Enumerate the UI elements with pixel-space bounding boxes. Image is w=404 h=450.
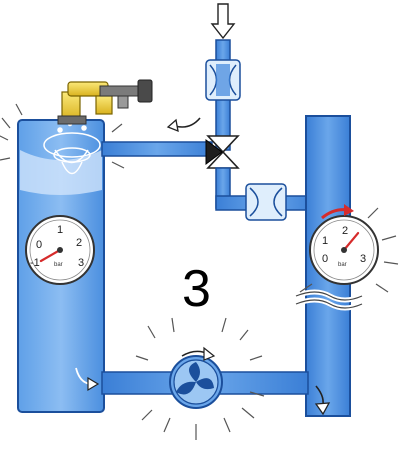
gauge-tick-label: 0 (322, 253, 328, 265)
left-pressure-gauge: 0 1 2 3 -1 bar (25, 215, 95, 285)
gauge-tick-label: -1 (30, 257, 40, 269)
step-number: 3 (182, 260, 211, 318)
gauge-tick-label: 3 (78, 257, 84, 269)
pump-burst-rays (135, 317, 265, 440)
gauge-needle (342, 232, 360, 252)
inlet-arrow-icon (210, 3, 236, 40)
three-way-valve (205, 135, 240, 169)
bypass-pipe (215, 167, 317, 221)
check-valve (245, 183, 287, 221)
gauge-burst-rays (299, 207, 399, 293)
gauge-tick-label: 0 (36, 239, 42, 251)
top-horizontal-pipe (101, 141, 213, 157)
flow-arrow-icon (166, 117, 201, 133)
gauge-tick-label: 1 (322, 235, 328, 247)
gauge-unit: bar (54, 262, 63, 268)
pressure-rise-arrow-icon (321, 204, 354, 220)
gauge-tick-label: 2 (76, 237, 82, 249)
flow-arrow-icon (75, 367, 100, 392)
flow-meter (205, 59, 241, 101)
gauge-tick-label: 3 (360, 253, 366, 265)
gauge-tick-label: 1 (57, 224, 63, 236)
circulation-pump (135, 317, 265, 440)
pump-icon (176, 362, 214, 395)
gauge-needle (39, 248, 62, 263)
gauge-tick-label: 2 (342, 225, 348, 237)
gauge-unit: bar (338, 262, 347, 268)
inlet-pipe (205, 3, 241, 151)
air-vent-valve (57, 79, 153, 125)
flow-arrow-icon (314, 385, 331, 416)
right-pressure-gauge: 1 2 3 0 bar (299, 204, 399, 293)
